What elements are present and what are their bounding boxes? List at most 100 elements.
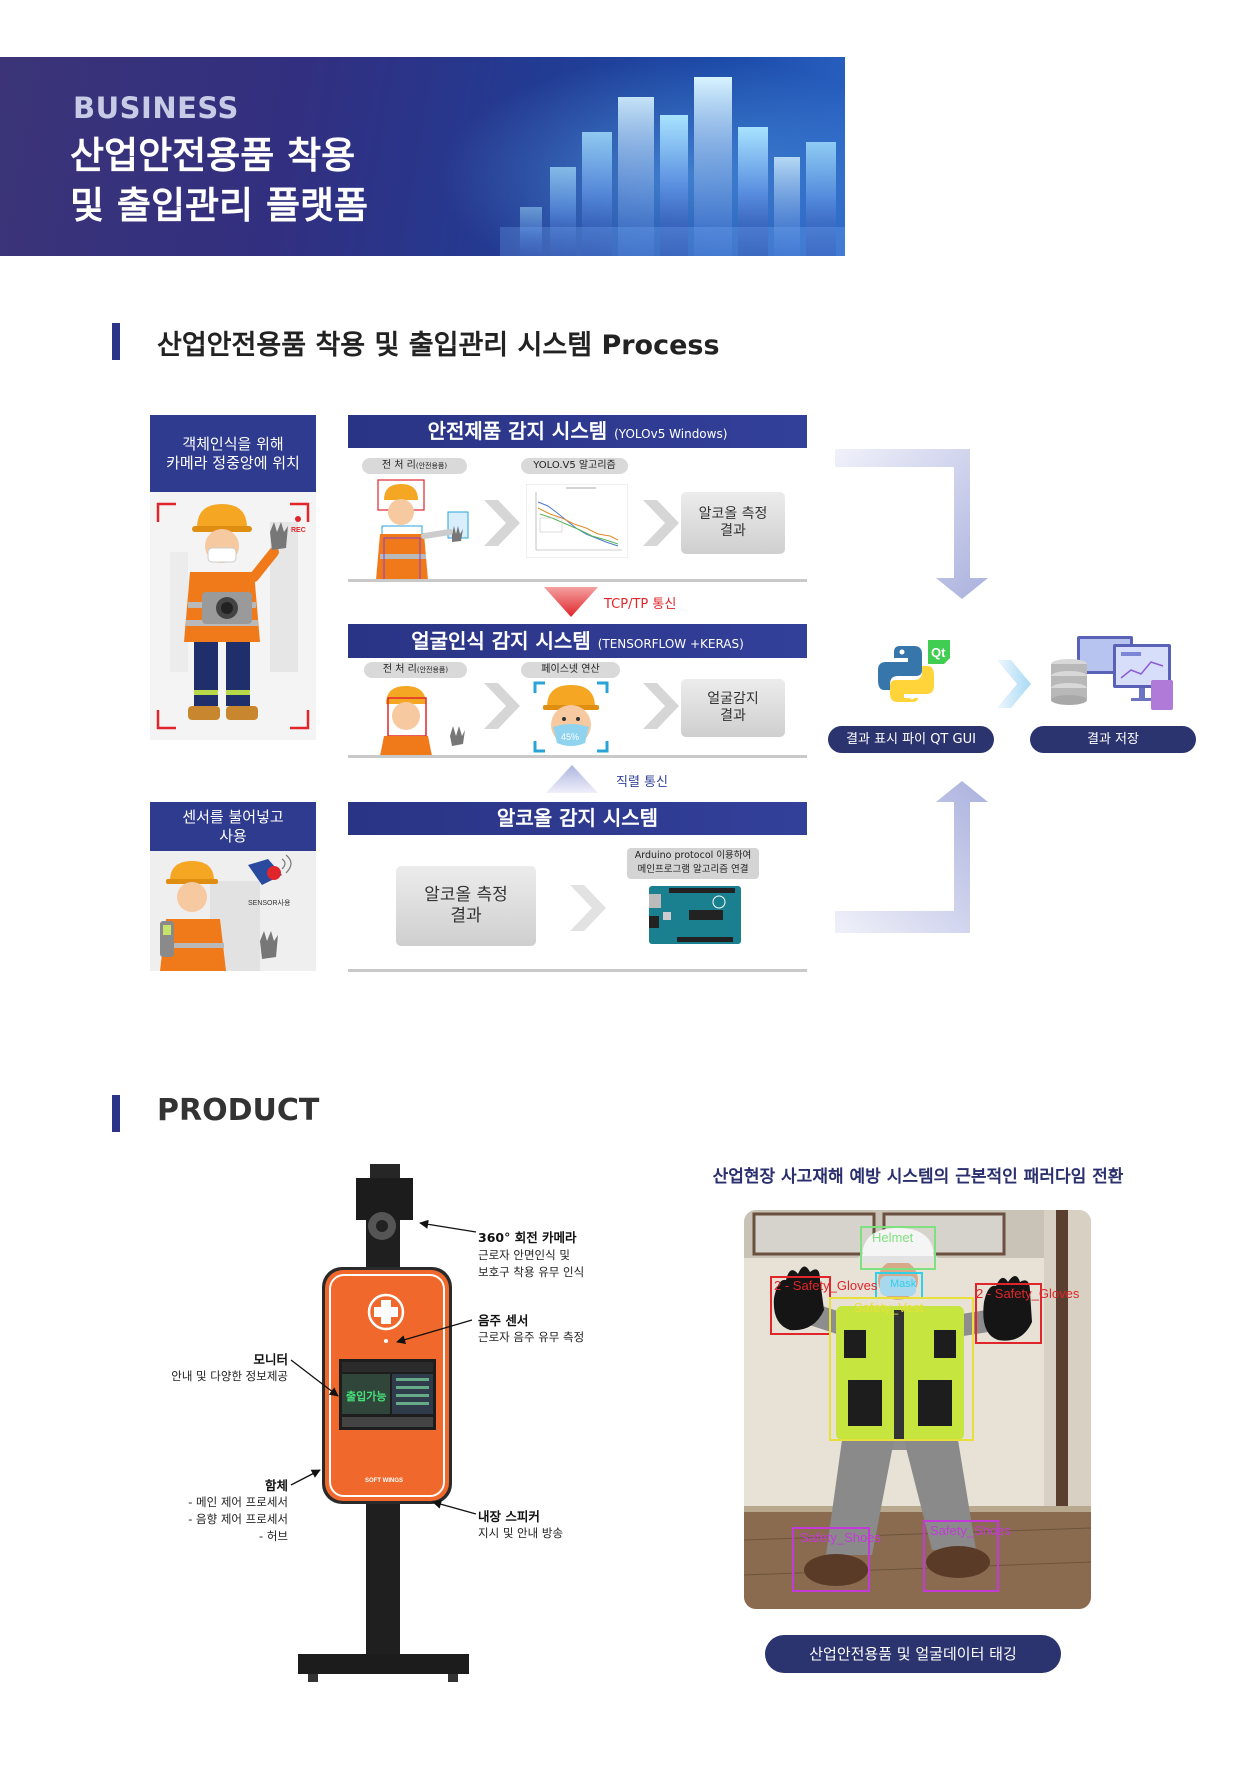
banner-category: BUSINESS — [73, 91, 239, 125]
section-marker — [112, 1095, 120, 1132]
safety-result-line2: 결과 — [720, 523, 746, 539]
face-result-box: 얼굴감지 결과 — [681, 679, 785, 737]
python-qt-icon: Qt — [878, 640, 950, 702]
alcohol-result-line1: 알코올 측정 — [424, 885, 508, 905]
face-percent: 45% — [561, 732, 579, 742]
sensor-usage-card: 센서를 불어넣고 사용 SENSOR사용 — [150, 802, 316, 971]
worker-with-camera-illustration: REC — [150, 492, 316, 740]
face-step1-main: 전 처 리 — [382, 664, 417, 675]
monitor-feature-desc: 안내 및 다양한 정보제공 — [171, 1369, 288, 1383]
banner-title: 산업안전용품 착용 및 출입관리 플랫폼 — [70, 131, 368, 231]
safety-step1-main: 전 처 리 — [381, 460, 416, 471]
speaker-feature-title: 내장 스피커 — [478, 1509, 540, 1524]
sensor-tag: SENSOR사용 — [248, 898, 291, 907]
ppe-detection-scene: Helmet Mask 2 - Safety_Gloves 2 - Safety… — [744, 1210, 1091, 1609]
safety-step1-sub: (안전용품) — [415, 462, 448, 470]
housing-feature-list: - 메인 제어 프로세서 - 음향 제어 프로세서 - 허브 — [120, 1494, 288, 1545]
chevron-right-icon — [997, 660, 1031, 708]
shoe-left-label: Safety_Shoes — [800, 1530, 881, 1545]
camera-desc-line2: 보호구 착용 유무 인식 — [478, 1265, 585, 1279]
kiosk-illustration: 출입가능 SOFT WINGS — [290, 1164, 477, 1682]
glove-left-label: 2 - Safety_Gloves — [774, 1278, 878, 1293]
safety-step1-pill: 전 처 리(안전용품) — [362, 458, 467, 474]
sensor-feature-desc: 근로자 음주 유무 측정 — [478, 1330, 585, 1344]
vest-label: Safety_Vest — [854, 1300, 924, 1315]
chevron-right-icon — [643, 500, 679, 546]
mask-label: Mask — [890, 1278, 917, 1290]
top-banner: BUSINESS 산업안전용품 착용 및 출입관리 플랫폼 — [0, 57, 845, 256]
safety-system-title: 안전제품 감지 시스템 — [427, 419, 608, 443]
face-mask-recognition-icon: 45% — [533, 681, 609, 753]
row-divider — [348, 969, 807, 972]
helmet-label: Helmet — [872, 1230, 914, 1245]
safety-step2-pill: YOLO.V5 알고리즘 — [521, 458, 628, 474]
alcohol-system-header: 알코올 감지 시스템 — [348, 802, 807, 835]
housing-item: - 메인 제어 프로세서 — [188, 1495, 288, 1509]
chevron-right-icon — [643, 683, 679, 729]
monitor-feature-title: 모니터 — [253, 1352, 288, 1367]
camera-card-line1: 객체인식을 위해 — [182, 434, 284, 453]
ppe-detection-photo: Helmet Mask 2 - Safety_Gloves 2 - Safety… — [744, 1210, 1091, 1609]
alcohol-system-title: 알코올 감지 시스템 — [496, 806, 659, 830]
face-result-line2: 결과 — [720, 708, 746, 724]
face-system-subtitle: (TENSORFLOW +KERAS) — [597, 637, 744, 651]
alcohol-sensor-hole — [384, 1339, 388, 1343]
row-divider — [348, 579, 807, 582]
paradigm-heading: 산업현장 사고재해 예방 시스템의 근본적인 패러다임 전환 — [712, 1167, 1124, 1187]
product-heading: PRODUCT — [157, 1093, 320, 1128]
safety-system-subtitle: (YOLOv5 Windows) — [614, 427, 728, 441]
glove-right-bbox — [975, 1283, 1042, 1344]
arduino-line2: 메인프로그램 알고리즘 연결 — [637, 864, 749, 875]
arrow-down-icon — [544, 587, 598, 617]
serial-link-label: 직렬 통신 — [616, 775, 668, 790]
arduino-protocol-pill: Arduino protocol 이용하여 메인프로그램 알고리즘 연결 — [627, 848, 759, 879]
kiosk-brand: SOFT WINGS — [365, 1478, 403, 1484]
camera-card-line2: 카메라 정중앙에 위치 — [166, 453, 300, 472]
sensor-card-line2: 사용 — [219, 826, 247, 845]
banner-title-line2: 및 출입관리 플랫폼 — [70, 184, 369, 227]
arrow-up-icon — [546, 765, 598, 793]
sensor-card-line1: 센서를 불어넣고 — [182, 807, 284, 826]
shoe-left-bbox — [792, 1527, 870, 1592]
row-divider — [348, 755, 807, 758]
safety-system-header: 안전제품 감지 시스템 (YOLOv5 Windows) — [348, 415, 807, 448]
safety-result-box: 알코올 측정 결과 — [681, 492, 785, 554]
arduino-board-icon — [649, 886, 741, 944]
face-step1-pill: 전 처 리(안전용품) — [364, 662, 467, 678]
camera-card-header: 객체인식을 위해 카메라 정중앙에 위치 — [150, 415, 316, 492]
tcp-link-label: TCP/TP 통신 — [604, 597, 677, 612]
yolo-chart-thumbnail — [526, 484, 628, 558]
shoe-right-bbox — [923, 1520, 999, 1592]
glove-right-label: 2 - Safety_Gloves — [976, 1286, 1080, 1301]
face-system-title: 얼굴인식 감지 시스템 — [411, 629, 591, 653]
chevron-right-icon — [484, 683, 520, 729]
screen-status: 출입가능 — [346, 1389, 386, 1403]
sensor-feature-title: 음주 센서 — [478, 1313, 529, 1328]
worker-detection-thumbnail — [376, 479, 469, 580]
housing-item: - 허브 — [259, 1529, 288, 1543]
process-heading: 산업안전용품 착용 및 출입관리 시스템 Process — [157, 330, 720, 361]
gui-result-label: 결과 표시 파이 QT GUI — [828, 726, 994, 753]
helmet-bbox — [860, 1226, 936, 1270]
camera-feature-desc: 근로자 안면인식 및 보호구 착용 유무 인식 — [478, 1247, 584, 1281]
worker-with-breathalyzer-illustration: SENSOR사용 — [150, 851, 316, 971]
face-step2-pill: 페이스넷 연산 — [521, 662, 620, 678]
chevron-right-icon — [570, 885, 606, 931]
housing-item: - 음향 제어 프로세서 — [188, 1512, 288, 1526]
speaker-feature-desc: 지시 및 안내 방송 — [478, 1526, 564, 1540]
storage-result-label: 결과 저장 — [1030, 726, 1196, 753]
section-marker — [112, 323, 120, 360]
photo-caption-pill: 산업안전용품 및 얼굴데이터 태깅 — [765, 1635, 1061, 1673]
vest-bbox — [829, 1297, 974, 1441]
city-skyline-graphic — [440, 57, 845, 256]
sensor-card-header: 센서를 불어넣고 사용 — [150, 802, 316, 851]
banner-title-line1: 산업안전용품 착용 — [70, 134, 356, 177]
face-system-header: 얼굴인식 감지 시스템 (TENSORFLOW +KERAS) — [348, 624, 807, 658]
arrow-up-icon — [835, 781, 988, 933]
rec-badge: REC — [291, 527, 306, 534]
safety-result-line1: 알코올 측정 — [698, 506, 768, 522]
alcohol-result-line2: 결과 — [450, 906, 482, 926]
camera-feature-title: 360° 회전 카메라 — [478, 1230, 577, 1245]
arduino-line1: Arduino protocol 이용하여 — [634, 850, 752, 861]
alcohol-result-box: 알코올 측정 결과 — [396, 866, 536, 946]
